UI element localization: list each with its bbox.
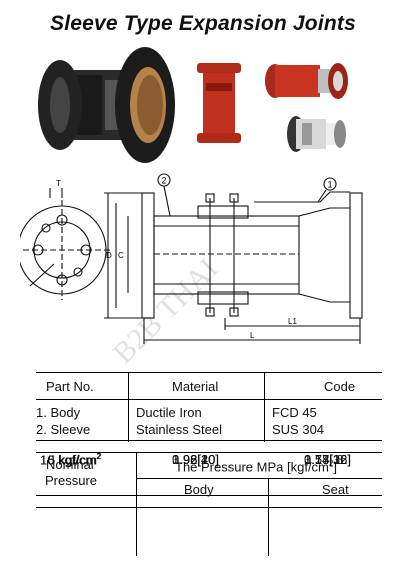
dim-l-label: L xyxy=(250,331,255,340)
code-cell: SUS 304 xyxy=(272,422,325,437)
nominal-cell: 5 kgf/cm2 xyxy=(48,452,102,468)
header-code: Code xyxy=(324,379,356,394)
parts-table: Part No. Material Code 1. Body Ductile I… xyxy=(36,372,382,442)
header-material: Material xyxy=(172,379,219,394)
dim-t-label: T xyxy=(56,179,61,188)
nominal-label: Nominal xyxy=(46,457,94,472)
seat-cell: 3.14[32] xyxy=(304,452,351,467)
part-no-cell: 1. Body xyxy=(36,405,81,420)
dim-c-label: C xyxy=(118,251,124,260)
body-cell: 0.98[10] xyxy=(172,452,219,467)
product-photos xyxy=(38,47,348,163)
dim-l1-label: L1 xyxy=(288,317,297,326)
table-row: 1. Body Ductile Iron FCD 45 xyxy=(36,404,382,421)
table-row: 2. Sleeve Stainless Steel SUS 304 xyxy=(36,421,382,438)
body-cell: 1.96[20] xyxy=(172,452,219,467)
pressure-table: Nominal Pressure The Pressure MPa [kgf/c… xyxy=(36,452,382,556)
red-joint-photo xyxy=(197,63,241,143)
page-title: Sleeve Type Expansion Joints xyxy=(50,12,356,35)
nominal-cell: 16 kgf/cm2 xyxy=(40,452,101,468)
technical-drawing: 2 1 D C T L1 L xyxy=(20,173,363,344)
silver-joint-photo xyxy=(287,116,346,152)
material-cell: Ductile Iron xyxy=(136,405,202,420)
header-part-no: Part No. xyxy=(46,379,94,394)
red-sleeve-photo xyxy=(265,63,348,99)
code-cell: FCD 45 xyxy=(272,405,317,420)
parts-table-header: Part No. Material Code xyxy=(36,373,382,399)
material-cell: Stainless Steel xyxy=(136,422,222,437)
seat-cell: 0.78[ 8 ] xyxy=(304,452,351,467)
seat-label: Seat xyxy=(322,482,349,497)
callout-1: 1 xyxy=(327,180,332,190)
part-no-cell: 2. Sleeve xyxy=(36,422,91,437)
seat-cell: 1.57[16] xyxy=(304,452,351,467)
pressure-table-header: Nominal Pressure The Pressure MPa [kgf/c… xyxy=(36,453,382,497)
black-joint-photo xyxy=(38,47,175,163)
body-label: Body xyxy=(184,482,214,497)
nominal-cell: 10 kgf/cm2 xyxy=(40,452,101,468)
pressure-header: The Pressure MPa [kgf/cm2] xyxy=(175,459,337,475)
pressure-label: Pressure xyxy=(45,473,98,488)
body-cell: 3.92[40] xyxy=(172,452,219,467)
callout-2: 2 xyxy=(161,176,166,186)
dim-d-label: D xyxy=(106,251,112,260)
